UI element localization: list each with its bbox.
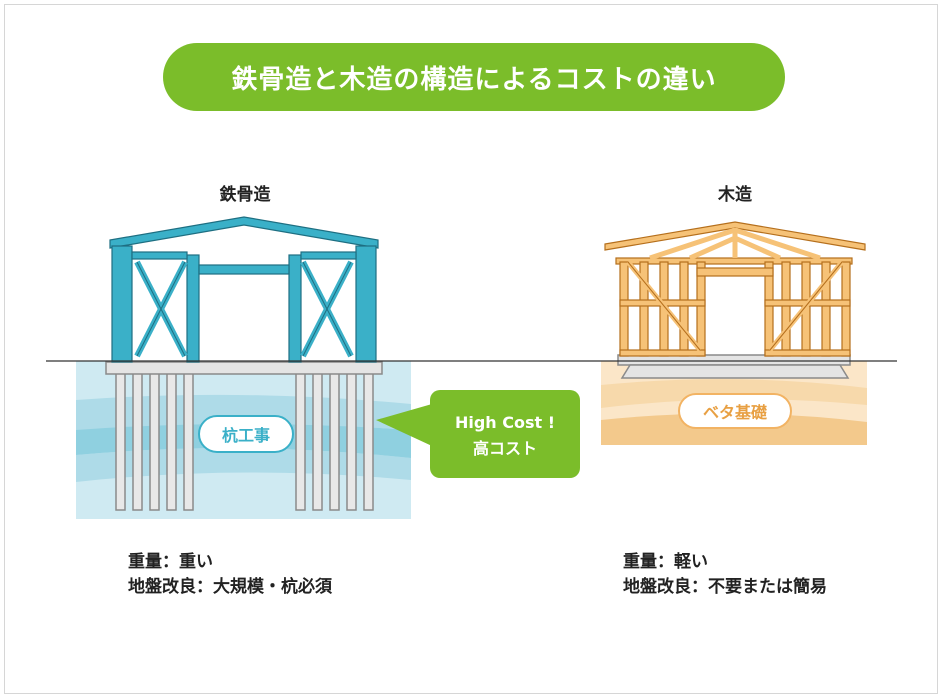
steel-braces bbox=[134, 260, 354, 358]
callout-line1: High Cost ! bbox=[455, 413, 555, 432]
diagram-title: 鉄骨造と木造の構造によるコストの違い bbox=[163, 43, 785, 111]
steel-spec-weight: 重量：重い bbox=[128, 552, 213, 572]
wood-foundation-label: ベタ基礎 bbox=[703, 403, 768, 422]
steel-heading: 鉄骨造 bbox=[219, 185, 271, 205]
steel-foundation-label: 杭工事 bbox=[222, 426, 270, 445]
steel-specs: 重量：重い 地盤改良：大規模・杭必須 bbox=[128, 550, 332, 600]
wood-spec-ground: 地盤改良：不要または簡易 bbox=[623, 577, 827, 597]
wood-foundation-badge: ベタ基礎 bbox=[678, 393, 792, 429]
cost-callout: High Cost ! 高コスト bbox=[376, 390, 580, 478]
wood-frame bbox=[604, 221, 866, 357]
callout-line2: 高コスト bbox=[473, 439, 537, 458]
wood-heading: 木造 bbox=[718, 185, 752, 205]
wood-foundation bbox=[617, 354, 851, 379]
steel-spec-ground: 地盤改良：大規模・杭必須 bbox=[128, 577, 332, 597]
steel-frame bbox=[109, 216, 379, 363]
steel-foundation-badge: 杭工事 bbox=[198, 415, 294, 453]
steel-footing bbox=[105, 361, 383, 375]
wood-spec-weight: 重量：軽い bbox=[623, 552, 708, 572]
wood-specs: 重量：軽い 地盤改良：不要または簡易 bbox=[623, 550, 827, 600]
